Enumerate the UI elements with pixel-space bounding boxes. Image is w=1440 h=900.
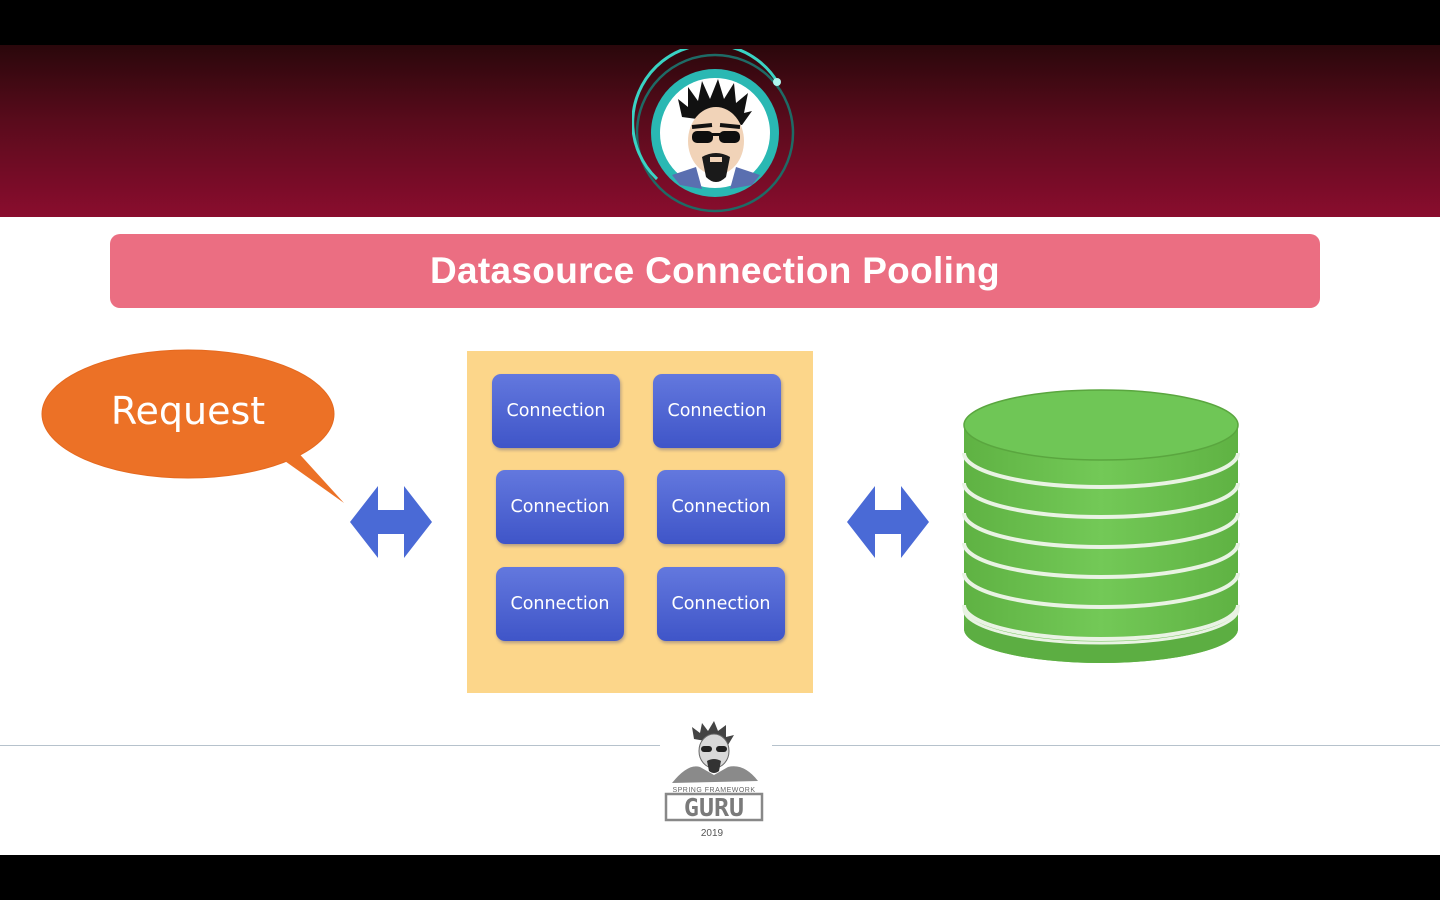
double-arrow-icon [350, 486, 432, 558]
connection-box: Connection [496, 470, 624, 544]
database-icon [962, 389, 1240, 663]
footer-year: 2019 [700, 828, 724, 839]
avatar-icon [631, 45, 798, 215]
title-bar: Datasource Connection Pooling [110, 234, 1320, 308]
slide-title: Datasource Connection Pooling [430, 250, 1000, 291]
request-label: Request [110, 389, 266, 433]
footer-brand-main: GURU [684, 793, 744, 822]
footer-brand-top: SPRING FRAMEWORK [672, 787, 755, 794]
connection-box: Connection [492, 374, 620, 448]
slide: Datasource Connection Pooling Request Co… [0, 45, 1440, 855]
letterbox-bottom [0, 855, 1440, 900]
request-speech-bubble [41, 349, 344, 503]
connection-box: Connection [657, 470, 785, 544]
connection-box: Connection [653, 374, 781, 448]
connection-box: Connection [496, 567, 624, 641]
footer-divider-left [0, 745, 660, 746]
double-arrow-icon [847, 486, 929, 558]
letterbox-top [0, 0, 1440, 45]
footer-divider-right [772, 745, 1440, 746]
guru-logo-icon: SPRING FRAMEWORK GURU [664, 721, 764, 822]
connection-box: Connection [657, 567, 785, 641]
